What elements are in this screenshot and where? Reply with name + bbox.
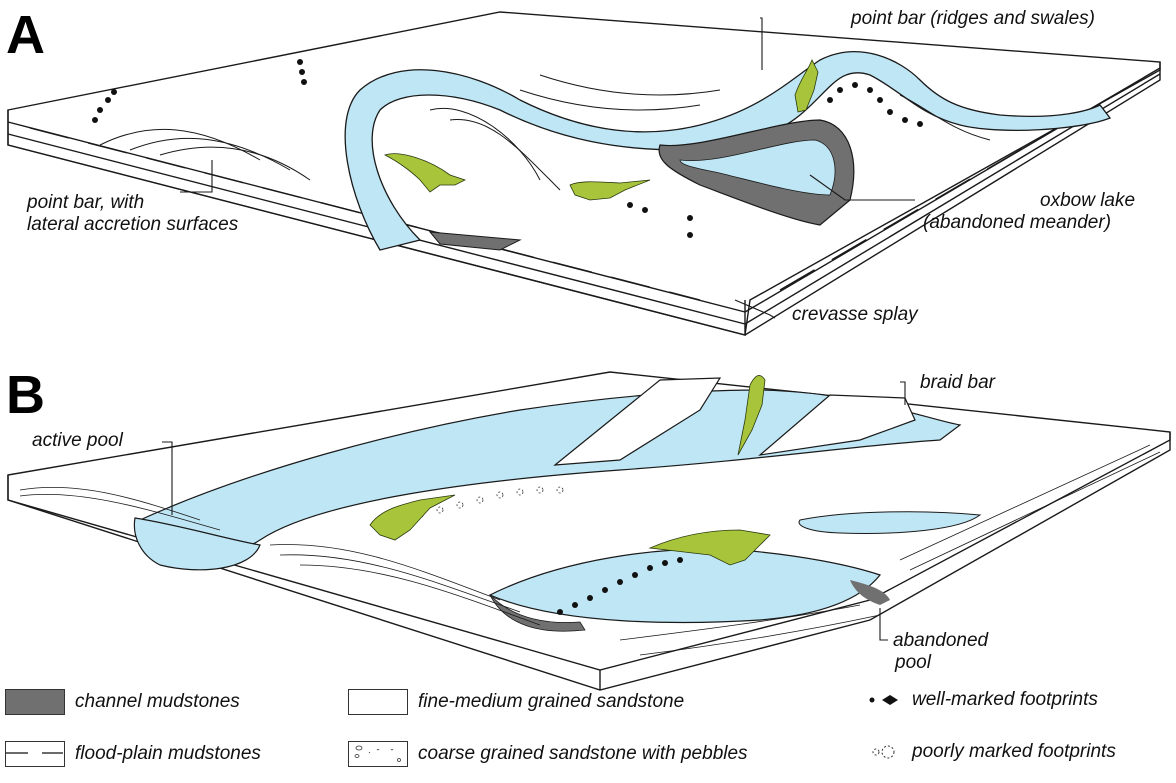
- dinosaur-figure: [383, 153, 467, 193]
- dinosaurs-a: [383, 59, 819, 201]
- panel-a-top-surface: [7, 11, 1161, 336]
- dinosaur-figure: [369, 494, 456, 541]
- label-oxbow-lake: oxbow lake: [1040, 190, 1136, 211]
- crevasse-splay-lens: [428, 231, 522, 251]
- legend-item-channel-mudstones: channel mudstones: [5, 689, 240, 715]
- cross-bedding: [19, 444, 1161, 656]
- braid-bars: [553, 377, 916, 466]
- dinosaurs-b: [369, 375, 771, 566]
- legend-label: fine-medium grained sandstone: [418, 691, 685, 712]
- label-active-pool: active pool: [32, 430, 123, 451]
- braided-channel: [139, 389, 962, 553]
- leader-lines-b: [162, 381, 906, 641]
- legend-item-poorly-marked-footprints: poorly marked footprints: [866, 741, 1116, 763]
- label-point-bar-lateral-1: point bar, with: [27, 192, 145, 213]
- legend-label: flood-plain mudstones: [75, 743, 261, 764]
- poorly-marked-footprint-icon: [872, 745, 895, 759]
- lower-channel: [488, 548, 882, 624]
- label-abandoned-pool-2: pool: [895, 652, 931, 673]
- panel-a-block: [7, 11, 1161, 336]
- legend-label: coarse grained sandstone with pebbles: [418, 743, 748, 764]
- legend-item-coarse-sandstone: coarse grained sandstone with pebbles: [348, 741, 748, 767]
- label-braid-bar: braid bar: [920, 372, 995, 393]
- abandoned-pool-fill: [850, 580, 890, 605]
- label-abandoned-pool-1: abandoned: [893, 630, 989, 651]
- dinosaur-figure: [794, 59, 819, 113]
- dinosaur-figure: [737, 375, 766, 456]
- fine-sandstone-swatch-icon: [348, 689, 408, 715]
- pebbles-swatch-icon: [348, 741, 408, 767]
- label-crevasse-splay: crevasse splay: [792, 304, 918, 325]
- label-point-bar-lateral-2: lateral accretion surfaces: [27, 214, 239, 235]
- meander-channel: [344, 51, 1112, 251]
- active-pool: [133, 517, 261, 571]
- legend-item-fine-sandstone: fine-medium grained sandstone: [348, 689, 684, 715]
- legend-label: poorly marked footprints: [912, 741, 1116, 762]
- leader-lines-a: [180, 17, 915, 319]
- label-point-bar-ridges: point bar (ridges and swales): [851, 8, 1095, 29]
- dinosaur-figure: [648, 529, 771, 566]
- well-marked-footprint-icon: [869, 695, 898, 705]
- legend-item-well-marked-footprints: well-marked footprints: [866, 689, 1098, 711]
- side-pool: [798, 511, 982, 534]
- legend-label: well-marked footprints: [912, 689, 1098, 710]
- flood-plain-swatch-icon: [5, 741, 65, 767]
- footprint-trail-b: [557, 557, 683, 615]
- panel-letter-b: B: [6, 365, 45, 425]
- panel-b-front-face: [7, 432, 1171, 691]
- dinosaur-figure: [569, 179, 651, 201]
- lateral-accretion-surfaces: [99, 74, 991, 191]
- footprint-trail-a: [92, 59, 923, 238]
- panel-letter-a: A: [6, 5, 45, 65]
- oxbow-lake-water: [679, 139, 836, 196]
- channel-mudstones-swatch-icon: [5, 689, 65, 715]
- label-abandoned-meander: (abandoned meander): [923, 212, 1112, 233]
- legend-label: channel mudstones: [75, 691, 240, 712]
- legend-item-flood-plain-mudstones: flood-plain mudstones: [5, 741, 261, 767]
